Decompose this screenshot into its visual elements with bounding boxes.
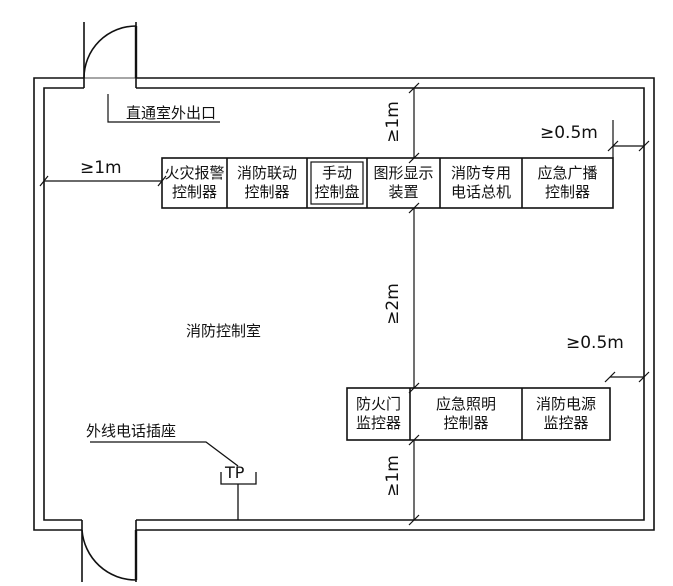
door-bottom bbox=[81, 520, 138, 582]
wall-outer bbox=[33, 77, 655, 531]
equipment-linkage-controller: 消防联动控制器 bbox=[236, 164, 297, 201]
equipment-fire-power-monitor: 消防电源监控器 bbox=[535, 395, 596, 432]
equipment-emergency-broadcast-controller: 应急广播控制器 bbox=[537, 164, 598, 201]
equipment-fire-door-monitor: 防火门监控器 bbox=[355, 395, 401, 432]
bottom-equipment-row-frame bbox=[346, 387, 611, 441]
manual-panel-inner-frame bbox=[310, 161, 364, 205]
dim-label-left: ≥1m bbox=[80, 158, 122, 178]
dim-label-right-top: ≥0.5m bbox=[540, 123, 598, 143]
exit-label: 直通室外出口 bbox=[126, 104, 217, 122]
top-equipment-row-frame bbox=[161, 157, 614, 209]
dim-label-bottom: ≥1m bbox=[383, 455, 403, 497]
room-label: 消防控制室 bbox=[186, 322, 262, 340]
exit-leader bbox=[107, 94, 220, 123]
equipment-manual-control-panel: 手动控制盘 bbox=[314, 164, 360, 201]
equipment-graphic-display: 图形显示装置 bbox=[373, 164, 434, 201]
dim-label-top: ≥1m bbox=[383, 101, 403, 143]
dim-label-right-bottom: ≥0.5m bbox=[566, 333, 624, 353]
dim-label-middle: ≥2m bbox=[383, 283, 403, 325]
equipment-fire-telephone-host: 消防专用电话总机 bbox=[450, 164, 511, 201]
equipment-emergency-lighting-controller: 应急照明控制器 bbox=[435, 395, 496, 432]
equipment-fire-alarm-controller: 火灾报警控制器 bbox=[164, 164, 225, 201]
door-top bbox=[83, 22, 138, 88]
phone-socket-symbol bbox=[90, 441, 257, 520]
wall-inner bbox=[43, 87, 645, 521]
phone-socket-label: 外线电话插座 bbox=[86, 422, 177, 440]
tp-label: TP bbox=[225, 463, 245, 482]
